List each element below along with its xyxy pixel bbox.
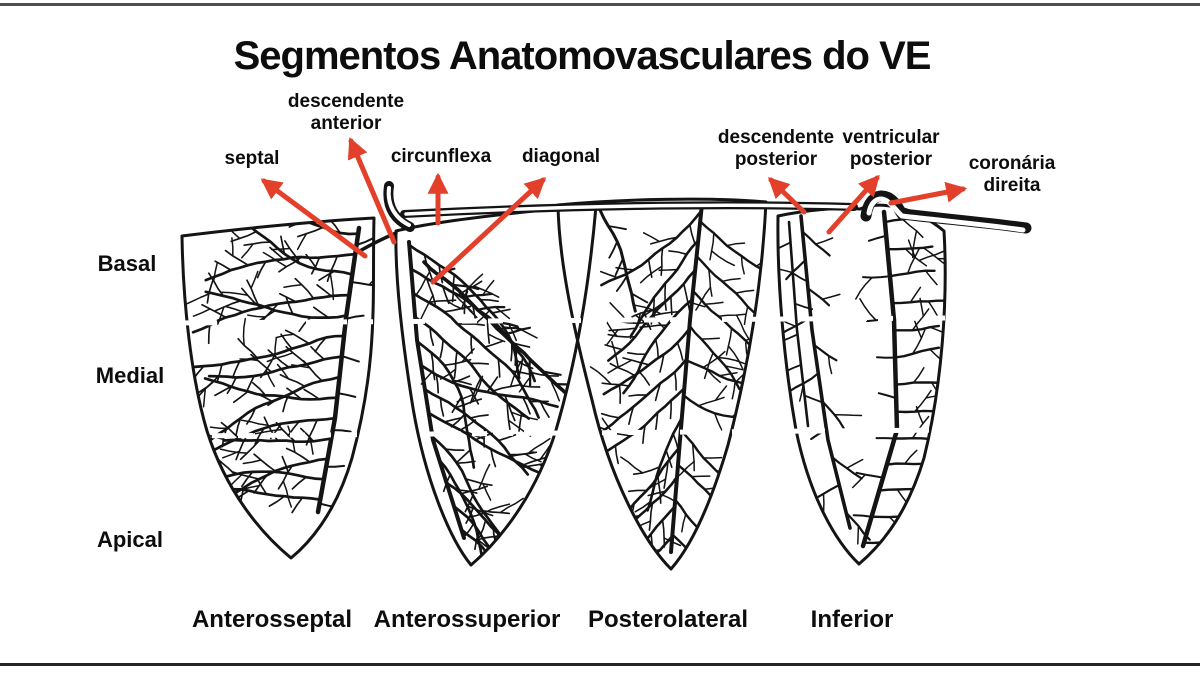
figure-title: Segmentos Anatomovasculares do VE — [233, 34, 932, 78]
segment-inferior-shape — [777, 205, 946, 564]
bottom-rule-divider — [0, 663, 1200, 666]
label-coronaria-direita: coronária direita — [968, 153, 1056, 197]
ventricular-posterior-arrow — [826, 174, 880, 235]
diagonal-arrow — [430, 177, 547, 285]
label-ventricular-posterior: ventricular posterior — [842, 127, 940, 171]
circumflex-stub-lumen — [386, 186, 411, 227]
label-segment-anterosseptal: Anterosseptal — [191, 606, 353, 633]
label-diagonal: diagonal — [521, 146, 601, 167]
septal-arrow — [260, 178, 368, 259]
segment-anterosseptal-shape — [182, 218, 374, 558]
descendente-posterior-arrow — [767, 177, 807, 215]
top-rule-divider — [0, 3, 1200, 6]
label-septal: septal — [224, 148, 280, 169]
posterolateral-outline — [556, 197, 768, 571]
inferior-vasculature — [777, 205, 946, 549]
label-level-medial: Medial — [95, 363, 165, 388]
descendente-anterior-arrow — [347, 137, 397, 245]
label-segment-posterolateral: Posterolateral — [587, 606, 749, 633]
label-circunflexa: circunflexa — [390, 146, 492, 167]
label-level-basal: Basal — [97, 251, 157, 276]
label-descendente-posterior: descendente posterior — [717, 127, 835, 171]
medial-apical-divider — [185, 427, 949, 439]
label-level-apical: Apical — [96, 527, 164, 552]
segment-posterolateral-shape — [558, 199, 766, 569]
coronaria-direita-arrow — [888, 181, 968, 206]
label-descendente-anterior: descendente anterior — [287, 91, 405, 135]
label-segment-anterossuperior: Anterossuperior — [373, 606, 561, 633]
anterosseptal-outline — [180, 216, 376, 560]
right-coronary-lumen — [866, 196, 1026, 233]
label-segment-inferior: Inferior — [810, 606, 894, 633]
